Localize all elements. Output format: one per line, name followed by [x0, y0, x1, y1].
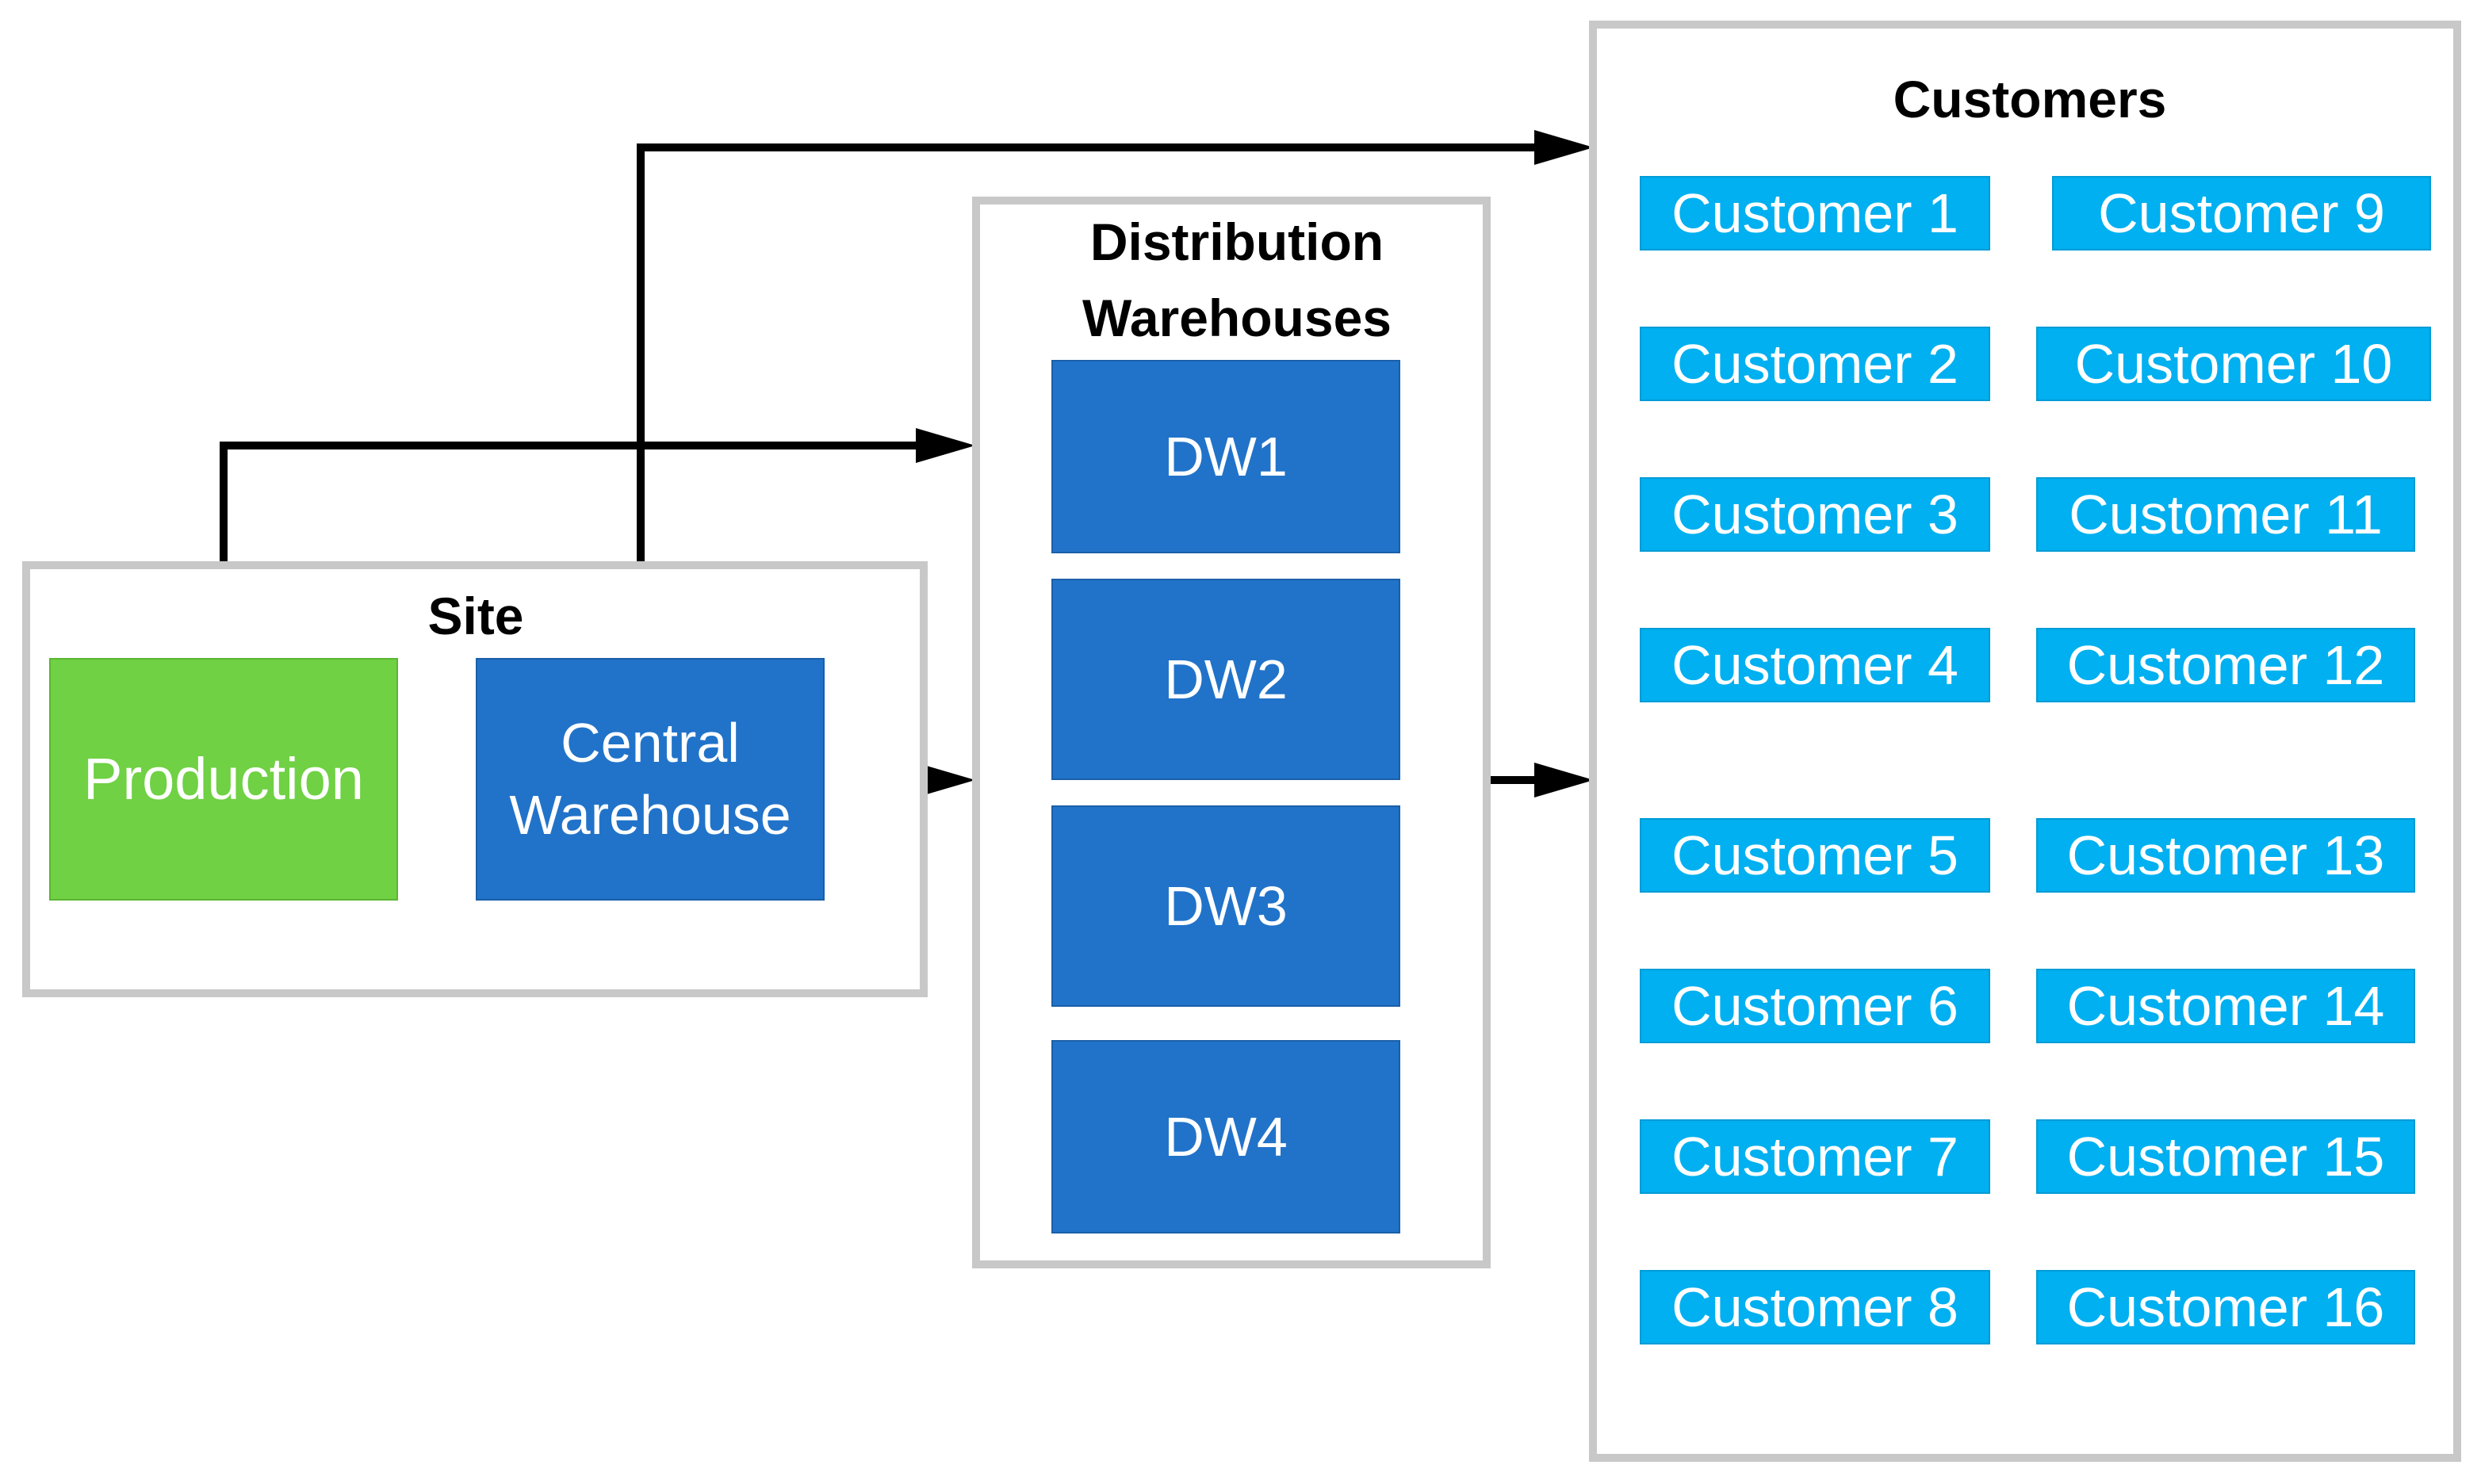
customer-box: Customer 10 [2036, 327, 2431, 401]
customer-label: Customer 16 [2066, 1276, 2385, 1338]
customer-label: Customer 14 [2066, 974, 2385, 1037]
customer-label: Customer 1 [1671, 182, 1958, 244]
customer-box: Customer 6 [1640, 969, 1990, 1043]
production-label: Production [83, 745, 364, 812]
distribution-title: Distribution Warehouses [1082, 212, 1392, 347]
central-warehouse-box: Central Warehouse [476, 658, 825, 901]
customer-box: Customer 3 [1640, 477, 1990, 552]
customers-group [1589, 21, 2461, 1462]
customer-box: Customer 7 [1640, 1119, 1990, 1194]
site-title: Site [427, 587, 524, 645]
customer-label: Customer 8 [1671, 1276, 1958, 1338]
customers-title: Customers [1893, 70, 2167, 128]
customer-box: Customer 13 [2036, 818, 2415, 893]
customer-label: Customer 12 [2066, 633, 2385, 696]
customer-label: Customer 7 [1671, 1125, 1958, 1188]
arrow-central-to-customers [637, 143, 1538, 658]
arrowhead [1534, 763, 1594, 797]
central-warehouse-label: Central Warehouse [509, 712, 791, 846]
arrowhead [916, 428, 975, 463]
customer-label: Customer 5 [1671, 824, 1958, 886]
customer-box: Customer 1 [1640, 176, 1990, 251]
customer-box: Customer 4 [1640, 628, 1990, 702]
dw-box: DW2 [1051, 579, 1400, 780]
arrowhead [916, 763, 975, 797]
customer-box: Customer 5 [1640, 818, 1990, 893]
dw-label: DW3 [1164, 874, 1288, 937]
customer-label: Customer 4 [1671, 633, 1958, 696]
customer-label: Customer 10 [2074, 332, 2393, 395]
arrowhead [1534, 130, 1594, 165]
customer-box: Customer 14 [2036, 969, 2415, 1043]
dw-label: DW4 [1164, 1105, 1288, 1168]
customer-label: Customer 15 [2066, 1125, 2385, 1188]
customer-label: Customer 11 [2069, 483, 2383, 545]
customer-label: Customer 6 [1671, 974, 1958, 1037]
customer-box: Customer 8 [1640, 1270, 1990, 1344]
dw-box: DW4 [1051, 1040, 1400, 1233]
dw-box: DW1 [1051, 360, 1400, 553]
customer-box: Customer 15 [2036, 1119, 2415, 1194]
dw-box: DW3 [1051, 805, 1400, 1007]
customer-box: Customer 9 [2052, 176, 2431, 251]
customer-box: Customer 16 [2036, 1270, 2415, 1344]
production-box: Production [49, 658, 398, 901]
dw-label: DW1 [1164, 425, 1288, 488]
customer-box: Customer 11 [2036, 477, 2415, 552]
customer-label: Customer 13 [2066, 824, 2385, 886]
customer-label: Customer 3 [1671, 483, 1958, 545]
customer-box: Customer 2 [1640, 327, 1990, 401]
customer-label: Customer 9 [2098, 182, 2385, 244]
customer-box: Customer 12 [2036, 628, 2415, 702]
dw-label: DW2 [1164, 648, 1288, 710]
customer-label: Customer 2 [1671, 332, 1958, 395]
